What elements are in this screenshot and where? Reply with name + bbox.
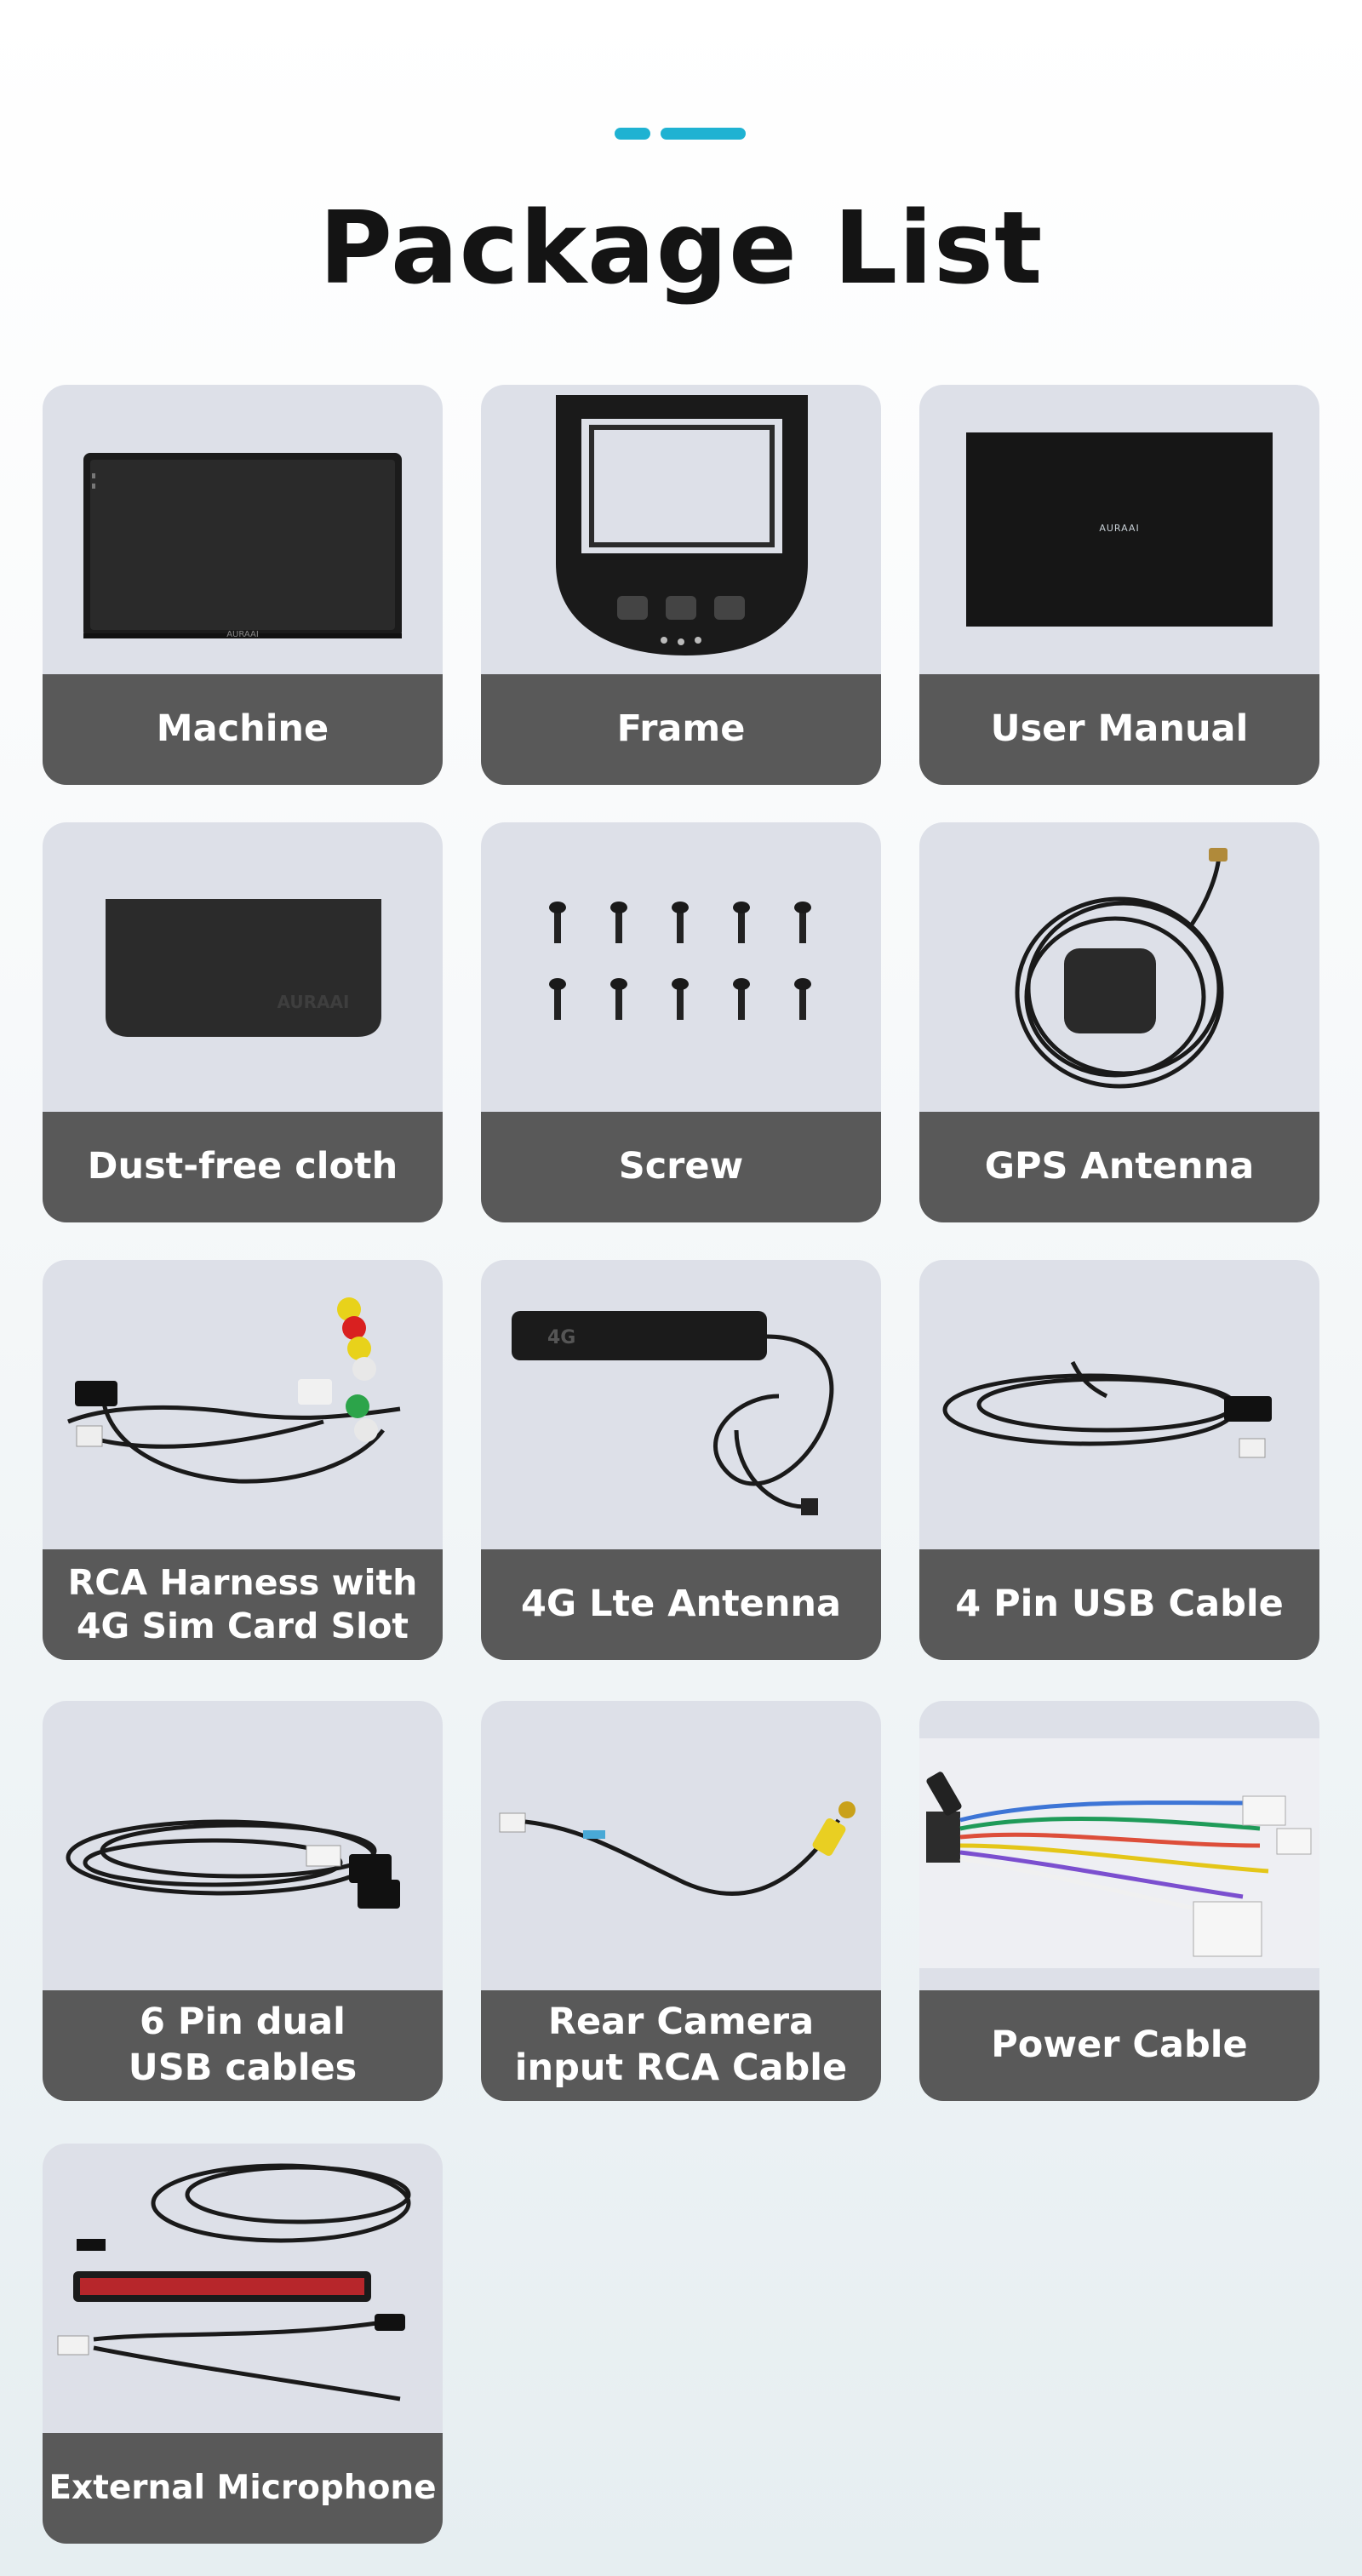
item-label: Rear Camera input RCA Cable — [481, 1990, 881, 2101]
gps-antenna-icon — [919, 822, 1319, 1112]
item-label: Dust-free cloth — [43, 1112, 443, 1222]
package-item-rear-camera-rca: Rear Camera input RCA Cable — [481, 1701, 881, 2101]
package-item-external-microphone: External Microphone — [43, 2144, 443, 2544]
package-item-dust-free-cloth: AURAAI Dust-free cloth — [43, 822, 443, 1222]
svg-text:AURAAI: AURAAI — [226, 630, 259, 639]
frame-icon — [481, 385, 881, 674]
dual-usb-cable-icon — [43, 1701, 443, 1990]
item-label: Power Cable — [919, 1990, 1319, 2101]
item-label: Frame — [481, 674, 881, 785]
package-item-4g-lte-antenna: 4G 4G Lte Antenna — [481, 1260, 881, 1660]
item-label: GPS Antenna — [919, 1112, 1319, 1222]
rca-cable-icon — [481, 1701, 881, 1990]
accent-bar-short — [615, 128, 650, 140]
power-cable-icon — [919, 1701, 1319, 1990]
item-label: 4 Pin USB Cable — [919, 1549, 1319, 1660]
manual-icon: AURAAI — [919, 385, 1319, 674]
package-item-gps-antenna: GPS Antenna — [919, 822, 1319, 1222]
screw — [794, 978, 811, 1020]
svg-text:AURAAI: AURAAI — [1099, 523, 1139, 534]
screw — [672, 902, 689, 943]
screw — [610, 978, 627, 1020]
screw — [733, 902, 750, 943]
screw-icon — [481, 822, 881, 1112]
item-label: 6 Pin dual USB cables — [43, 1990, 443, 2101]
package-item-user-manual: AURAAI User Manual — [919, 385, 1319, 785]
item-label: RCA Harness with 4G Sim Card Slot — [43, 1549, 443, 1660]
item-label: External Microphone — [43, 2433, 443, 2544]
screw — [672, 978, 689, 1020]
lte-antenna-icon: 4G — [481, 1260, 881, 1549]
cloth-icon: AURAAI — [43, 822, 443, 1112]
item-label: 4G Lte Antenna — [481, 1549, 881, 1660]
package-item-machine: AURAAI Machine — [43, 385, 443, 785]
screw — [549, 978, 566, 1020]
svg-text:4G: 4G — [547, 1327, 575, 1348]
page-title: Package List — [318, 189, 1044, 306]
screw — [549, 902, 566, 943]
item-label: User Manual — [919, 674, 1319, 785]
package-item-frame: Frame — [481, 385, 881, 785]
package-item-rca-harness: RCA Harness with 4G Sim Card Slot — [43, 1260, 443, 1660]
package-item-screw: Screw — [481, 822, 881, 1222]
svg-text:AURAAI: AURAAI — [278, 992, 350, 1012]
accent-bar-long — [661, 128, 746, 140]
item-label: Screw — [481, 1112, 881, 1222]
package-item-6-pin-dual-usb: 6 Pin dual USB cables — [43, 1701, 443, 2101]
package-item-power-cable: Power Cable — [919, 1701, 1319, 2101]
head-unit-icon: AURAAI — [43, 385, 443, 674]
microphone-icon — [43, 2144, 443, 2433]
item-label: Machine — [43, 674, 443, 785]
rca-harness-icon — [43, 1260, 443, 1549]
usb-cable-icon — [919, 1260, 1319, 1549]
screw — [610, 902, 627, 943]
screw — [733, 978, 750, 1020]
screw — [794, 902, 811, 943]
package-item-4-pin-usb-cable: 4 Pin USB Cable — [919, 1260, 1319, 1660]
